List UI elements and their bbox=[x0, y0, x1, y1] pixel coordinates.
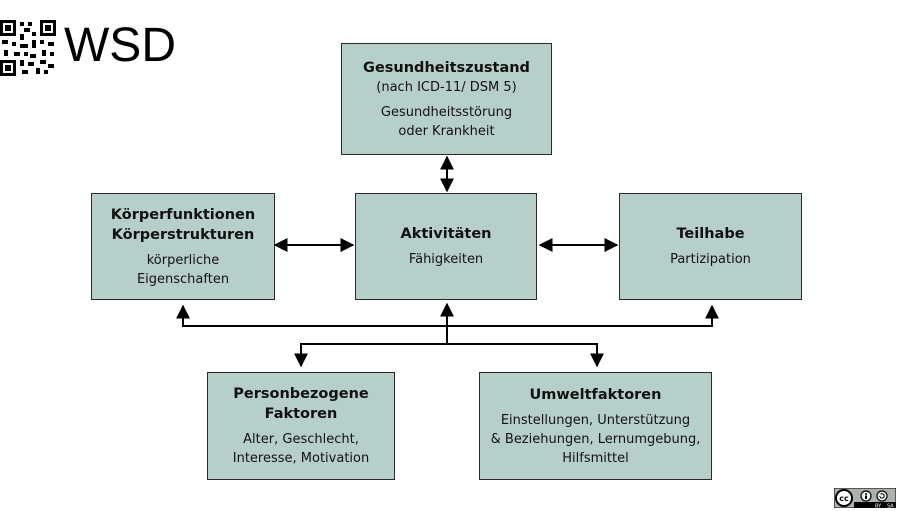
box-personal-factors: Personbezogene Faktoren Alter, Geschlech… bbox=[207, 372, 395, 480]
participation-description: Partizipation bbox=[670, 252, 751, 267]
participation-title: Teilhabe bbox=[676, 226, 745, 242]
body-description: körperliche Eigenschaften bbox=[136, 252, 230, 287]
brand-name: WSD bbox=[64, 19, 176, 72]
personal-title: Personbezogene Faktoren bbox=[233, 386, 369, 422]
svg-text:SA: SA bbox=[887, 503, 894, 508]
svg-text:cc: cc bbox=[839, 494, 849, 503]
box-participation: Teilhabe Partizipation bbox=[619, 193, 802, 300]
connector-bus-bottom bbox=[294, 343, 604, 368]
health-description: Gesundheitsstörung oder Krankheit bbox=[380, 104, 513, 139]
svg-text:BY: BY bbox=[875, 503, 882, 508]
box-body-functions: Körperfunktionen Körperstrukturen körper… bbox=[91, 193, 275, 300]
body-title: Körperfunktionen Körperstrukturen bbox=[110, 206, 256, 243]
qr-code-icon bbox=[0, 20, 56, 76]
activities-description: Fähigkeiten bbox=[408, 252, 484, 267]
activities-title: Aktivitäten bbox=[400, 226, 492, 242]
health-subtitle: (nach ICD-11/ DSM 5) bbox=[376, 79, 517, 95]
creative-commons-by-sa-icon: cc BY SA bbox=[834, 488, 896, 508]
box-environmental-factors: Umweltfaktoren Einstellungen, Unterstütz… bbox=[479, 372, 712, 480]
box-health-condition: Gesundheitszustand (nach ICD-11/ DSM 5) … bbox=[341, 43, 552, 155]
environment-description: Einstellungen, Unterstützung & Beziehung… bbox=[490, 412, 701, 466]
health-title: Gesundheitszustand bbox=[363, 59, 530, 76]
environment-title: Umweltfaktoren bbox=[529, 386, 662, 403]
personal-description: Alter, Geschlecht, Interesse, Motivation bbox=[232, 432, 370, 466]
box-activities: Aktivitäten Fähigkeiten bbox=[355, 193, 537, 300]
